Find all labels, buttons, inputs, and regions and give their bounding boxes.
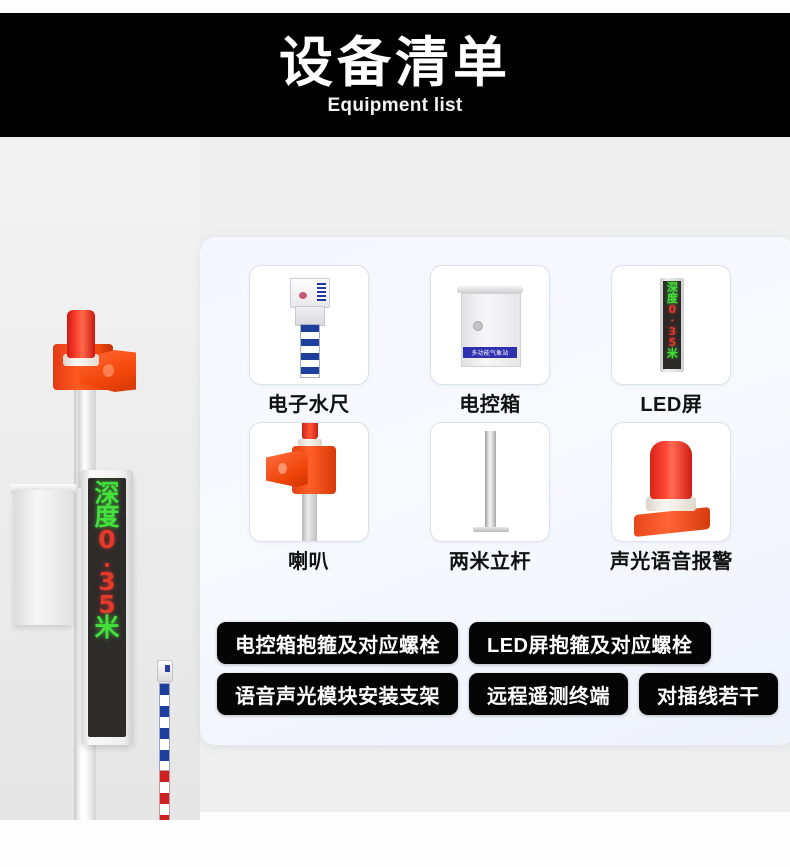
equipment-card-label: 喇叭 <box>288 551 330 573</box>
led-screen-face: 深 度 0 · 3 5 米 <box>663 281 682 369</box>
accessory-tag[interactable]: 电控箱抱箍及对应螺栓 <box>217 622 458 664</box>
accessory-tag-row: 语音声光模块安装支架 远程遥测终端 对插线若干 <box>217 673 778 715</box>
pole-shaft <box>484 431 496 529</box>
horn-speaker-icon <box>248 422 369 542</box>
hero-led-screen: 深 度 0 . 3 5 米 <box>88 478 126 737</box>
equipment-card-label: LED屏 <box>640 394 703 416</box>
equipment-card-label: 两米立杆 <box>448 551 531 573</box>
hero-staff-sensor-head <box>157 660 173 682</box>
bottom-strip <box>0 812 790 867</box>
hero-led-value3: 3 <box>98 567 116 597</box>
hero-led-value2: . <box>103 548 111 572</box>
equipment-card-alarm[interactable]: 声光语音报警 <box>593 422 750 573</box>
alarm-beacon-icon <box>611 422 732 542</box>
cabinet-nameplate: 多功能气象站 <box>462 347 517 358</box>
horn-driver <box>277 463 287 474</box>
led-char-6: 5 <box>668 336 677 349</box>
led-screen-icon: 深 度 0 · 3 5 米 <box>611 265 732 385</box>
hero-horn-driver <box>103 364 114 377</box>
water-gauge-bracket <box>294 306 325 326</box>
equipment-panel: 电子水尺 多功能气象站 电控箱 深 度 <box>200 237 790 745</box>
hero-led-line2: 度 <box>94 502 120 531</box>
led-char-1: 深 <box>666 281 678 294</box>
cabinet-lock-icon <box>472 321 483 331</box>
hero-control-cabinet <box>14 490 72 625</box>
equipment-card-water-gauge[interactable]: 电子水尺 <box>230 265 387 416</box>
equipment-card-label: 声光语音报警 <box>609 551 733 573</box>
hero-water-gauge-staff <box>156 660 173 820</box>
hero-led-value1: 0 <box>98 525 116 554</box>
accessory-tag[interactable]: 对插线若干 <box>639 673 778 715</box>
hero-alarm-beacon-icon <box>67 310 95 358</box>
page-title: 设备清单 <box>279 32 511 93</box>
equipment-card-horn[interactable]: 喇叭 <box>230 422 387 573</box>
pole-base-plate <box>472 527 509 532</box>
led-char-4: · <box>670 314 675 327</box>
accessory-tag[interactable]: 远程遥测终端 <box>469 673 628 715</box>
led-char-3: 0 <box>668 303 677 316</box>
accessory-tag[interactable]: 语音声光模块安装支架 <box>217 673 458 715</box>
cabinet-roof <box>456 286 523 293</box>
equipment-card-label: 电控箱 <box>459 394 521 416</box>
equipment-card-control-cabinet[interactable]: 多功能气象站 电控箱 <box>411 265 568 416</box>
alarm-lamp-dome <box>650 441 693 499</box>
led-char-7: 米 <box>666 347 678 360</box>
accessory-tag[interactable]: LED屏抱箍及对应螺栓 <box>469 622 711 664</box>
control-cabinet-icon: 多功能气象站 <box>429 265 550 385</box>
equipment-card-led-screen[interactable]: 深 度 0 · 3 5 米 LED屏 <box>593 265 750 416</box>
led-char-2: 度 <box>666 292 678 305</box>
page-header-banner: 设备清单 Equipment list <box>0 13 790 137</box>
hero-upper-pole <box>78 358 93 488</box>
water-gauge-sensor-box <box>289 278 330 308</box>
equipment-card-pole[interactable]: 两米立杆 <box>411 422 568 573</box>
alarm-base-housing <box>634 507 711 537</box>
hero-staff-scale-red-a <box>159 770 170 820</box>
hero-led-line1: 深 <box>94 479 120 508</box>
equipment-card-grid: 电子水尺 多功能气象站 电控箱 深 度 <box>230 265 750 573</box>
two-meter-pole-icon <box>429 422 550 542</box>
equipment-card-label: 电子水尺 <box>267 394 350 416</box>
led-char-5: 3 <box>668 325 677 338</box>
hero-product-photo: 深 度 0 . 3 5 米 <box>0 140 200 820</box>
hero-cabinet-lid <box>10 484 76 494</box>
water-gauge-icon <box>248 265 369 385</box>
horn-flare <box>265 451 308 487</box>
hero-led-value4: 5 <box>98 590 116 620</box>
alarm-collar <box>646 497 697 511</box>
accessory-tag-row: 电控箱抱箍及对应螺栓 LED屏抱箍及对应螺栓 <box>217 622 777 664</box>
horn-collar <box>297 439 322 446</box>
page-subtitle: Equipment list <box>327 94 463 116</box>
water-gauge-scale <box>299 324 320 378</box>
hero-led-unit: 米 <box>94 613 120 643</box>
hero-staff-scale <box>159 683 170 820</box>
horn-top-beacon <box>301 423 318 439</box>
accessory-tag-list: 电控箱抱箍及对应螺栓 LED屏抱箍及对应螺栓 语音声光模块安装支架 远程遥测终端… <box>217 622 778 724</box>
